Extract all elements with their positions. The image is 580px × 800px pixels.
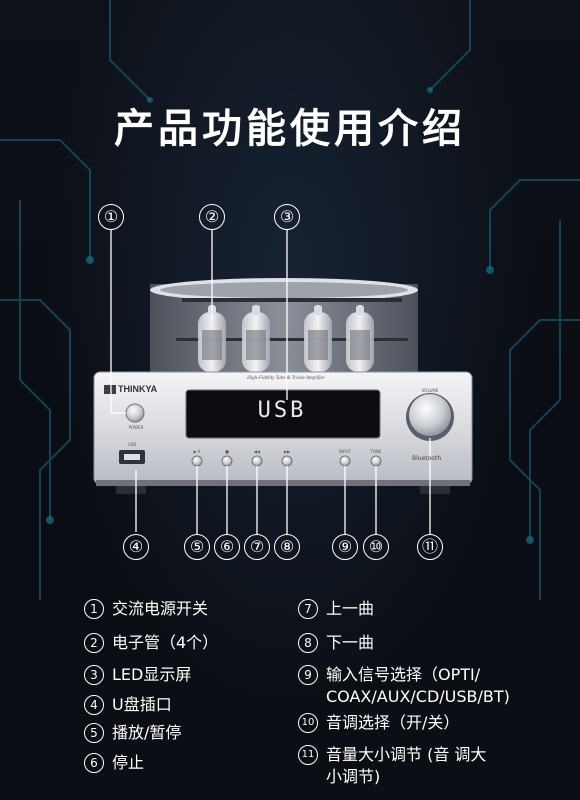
legend-number: 9 xyxy=(298,665,318,685)
legend-text: LED显示屏 xyxy=(112,665,192,684)
legend-number: 1 xyxy=(84,599,104,619)
callout-6: ⑥ xyxy=(214,534,240,560)
legend-number: 6 xyxy=(84,753,104,773)
legend-item: 11 音量大小调节 (音 调大 小调节) xyxy=(298,744,486,792)
callout-4: ④ xyxy=(123,534,149,560)
legend-text: 播放/暂停 xyxy=(112,723,182,742)
brand-logo: THINKYA xyxy=(118,384,158,394)
button-label-stop: ■ xyxy=(225,449,229,454)
led-display-window xyxy=(185,389,381,439)
button-label-input: INPUT xyxy=(339,449,351,454)
legend-number: 5 xyxy=(84,723,104,743)
legend-item: 5 播放/暂停 xyxy=(84,722,181,746)
legend-item: 2 电子管（4个） xyxy=(84,632,218,656)
usb-label: USB xyxy=(127,442,137,447)
legend-item: 7 上一曲 xyxy=(298,598,374,622)
legend-item: 1 交流电源开关 xyxy=(84,598,208,622)
legend-right: 7 上一曲 8 下一曲 9 输入信号选择（OPTI/ COAX/AUX/CD/U… xyxy=(298,598,568,794)
bluetooth-label: Bluetooth xyxy=(412,455,442,462)
legend-item: 10 音调选择（开/关） xyxy=(298,712,459,736)
legend-text: 下一曲 xyxy=(326,633,375,652)
legend-number: 2 xyxy=(84,633,104,653)
legend-number: 8 xyxy=(298,633,318,653)
power-button xyxy=(125,403,145,423)
callout-7: ⑦ xyxy=(244,534,270,560)
legend-item: 4 U盘插口 xyxy=(84,694,172,718)
legend-left: 1 交流电源开关 2 电子管（4个） 3 LED显示屏 4 U盘插口 5 播放/… xyxy=(84,598,284,788)
legend-text: 音量大小调节 (音 调大 xyxy=(326,745,487,764)
legend-text: 上一曲 xyxy=(326,599,375,618)
button-label-tone: TONE xyxy=(370,449,382,454)
legend-text-line2: COAX/AUX/CD/USB/BT) xyxy=(326,687,510,706)
legend-item: 6 停止 xyxy=(84,752,144,776)
legend-text: 音调选择（开/关） xyxy=(326,713,460,732)
callout-5: ⑤ xyxy=(184,534,210,560)
legend-number: 3 xyxy=(84,665,104,685)
legend-number: 4 xyxy=(84,695,104,715)
callout-2: ② xyxy=(199,204,225,230)
legend-number: 11 xyxy=(298,745,318,765)
amplifier-illustration xyxy=(93,230,473,534)
vacuum-tubes xyxy=(198,305,374,372)
legend-text: 交流电源开关 xyxy=(112,599,209,618)
callout-3: ③ xyxy=(274,204,300,230)
legend-text: 电子管（4个） xyxy=(112,633,219,652)
callout-1: ① xyxy=(98,204,124,230)
device-subtitle: High-Fidelity Tube & Triode Amplifier xyxy=(247,376,325,381)
button-label-play: ▶ II xyxy=(193,449,201,454)
legend-number: 7 xyxy=(298,599,318,619)
button-label-next: ▶▶ xyxy=(283,449,291,454)
button-label-prev: ◀◀ xyxy=(253,449,261,454)
page-title: 产品功能使用介绍 xyxy=(114,106,466,152)
legend-item: 3 LED显示屏 xyxy=(84,664,191,688)
legend-number: 10 xyxy=(298,713,318,733)
power-label: POWER xyxy=(128,425,144,430)
callout-9: ⑨ xyxy=(332,534,358,560)
legend-item: 9 输入信号选择（OPTI/ COAX/AUX/CD/USB/BT) xyxy=(298,664,510,712)
callout-8: ⑧ xyxy=(274,534,300,560)
led-display-text: USB xyxy=(257,398,307,423)
tube-cage xyxy=(150,278,418,372)
legend-text: 停止 xyxy=(112,753,145,772)
callout-10: ⑩ xyxy=(363,534,389,560)
volume-knob xyxy=(409,394,451,436)
legend-text: U盘插口 xyxy=(112,695,172,714)
callout-11: ⑪ xyxy=(417,534,443,560)
legend-text: 输入信号选择（OPTI/ xyxy=(326,665,481,684)
volume-label: VOLUME xyxy=(421,388,439,393)
legend-text-line2: 小调节) xyxy=(326,767,381,786)
legend-item: 8 下一曲 xyxy=(298,632,374,656)
